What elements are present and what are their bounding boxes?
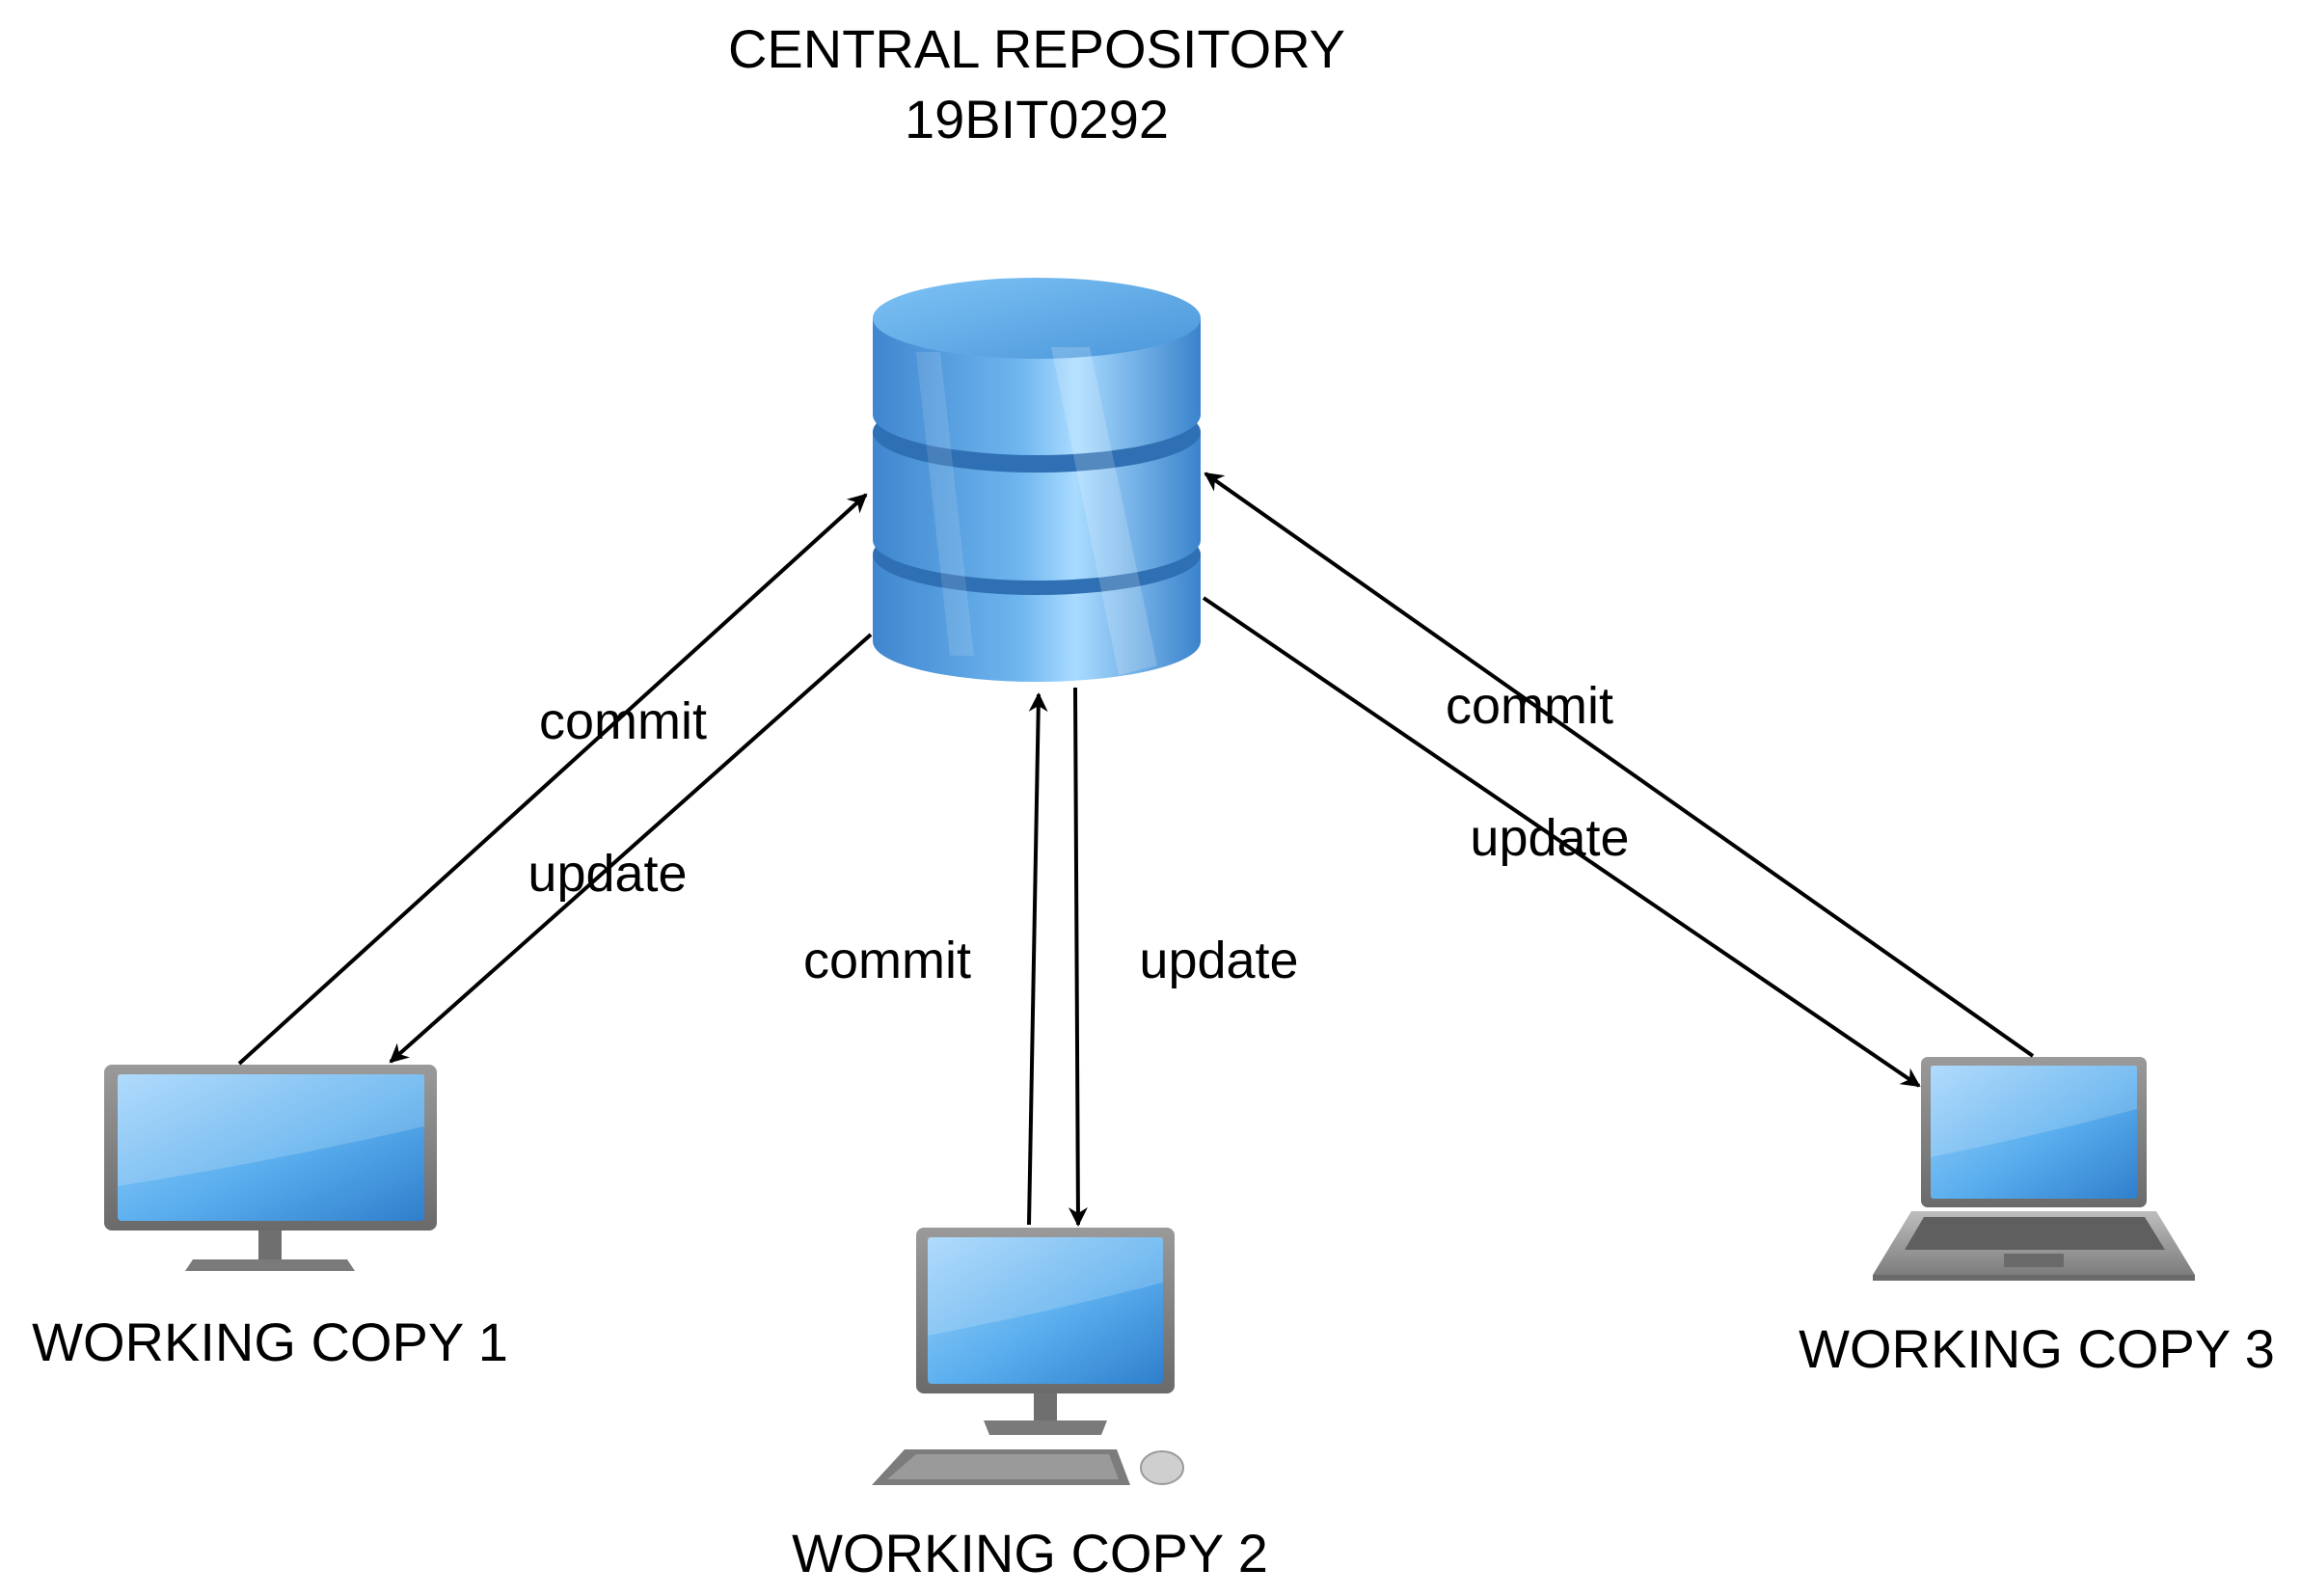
diagram-title: CENTRAL REPOSITORY [728,18,1345,79]
monitor-icon [104,1065,437,1271]
copy2-update-label: update [1139,932,1298,989]
copy1-commit-label: commit [539,692,707,750]
copy3-commit-arrow [1204,472,2035,1058]
copy3-commit-label: commit [1446,677,1613,735]
copy2-commit-arrow [1027,692,1048,1226]
copy2-commit-label: commit [803,932,971,989]
database-icon [873,278,1201,682]
diagram-subtitle: 19BIT0292 [905,89,1169,149]
copy2-update-arrow [1068,687,1088,1227]
copy1-update-label: update [528,845,687,903]
working-copy-1-label: WORKING COPY 1 [32,1312,508,1372]
laptop-icon [1873,1057,2195,1281]
working-copy-3-label: WORKING COPY 3 [1799,1318,2275,1379]
desktop-computer-icon [872,1228,1184,1485]
copy3-update-label: update [1470,809,1629,867]
copy3-update-arrow [1202,596,1921,1088]
working-copy-2-label: WORKING COPY 2 [792,1523,1268,1583]
copy1-update-arrow [389,633,873,1064]
copy1-commit-arrow [237,493,868,1066]
